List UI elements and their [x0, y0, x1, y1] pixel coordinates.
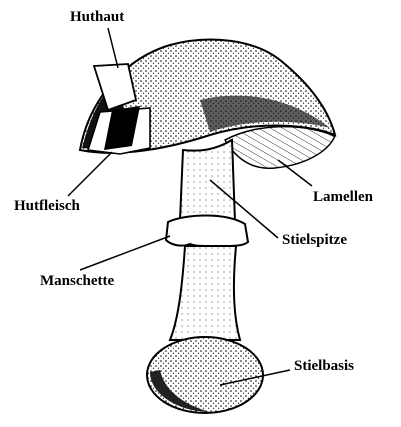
label-stielspitze: Stielspitze	[282, 233, 347, 248]
stem-base	[147, 337, 263, 413]
leader-manschette	[80, 236, 170, 270]
label-huthaut: Huthaut	[70, 10, 124, 25]
label-lamellen: Lamellen	[313, 190, 373, 205]
stem-lower	[170, 246, 240, 340]
stem-upper	[180, 140, 235, 222]
leader-huthaut	[108, 28, 118, 68]
label-hutfleisch: Hutfleisch	[14, 199, 80, 214]
label-stielbasis: Stielbasis	[294, 359, 354, 374]
leader-hutfleisch	[68, 152, 112, 196]
label-manschette: Manschette	[40, 274, 114, 289]
ring	[166, 216, 248, 249]
